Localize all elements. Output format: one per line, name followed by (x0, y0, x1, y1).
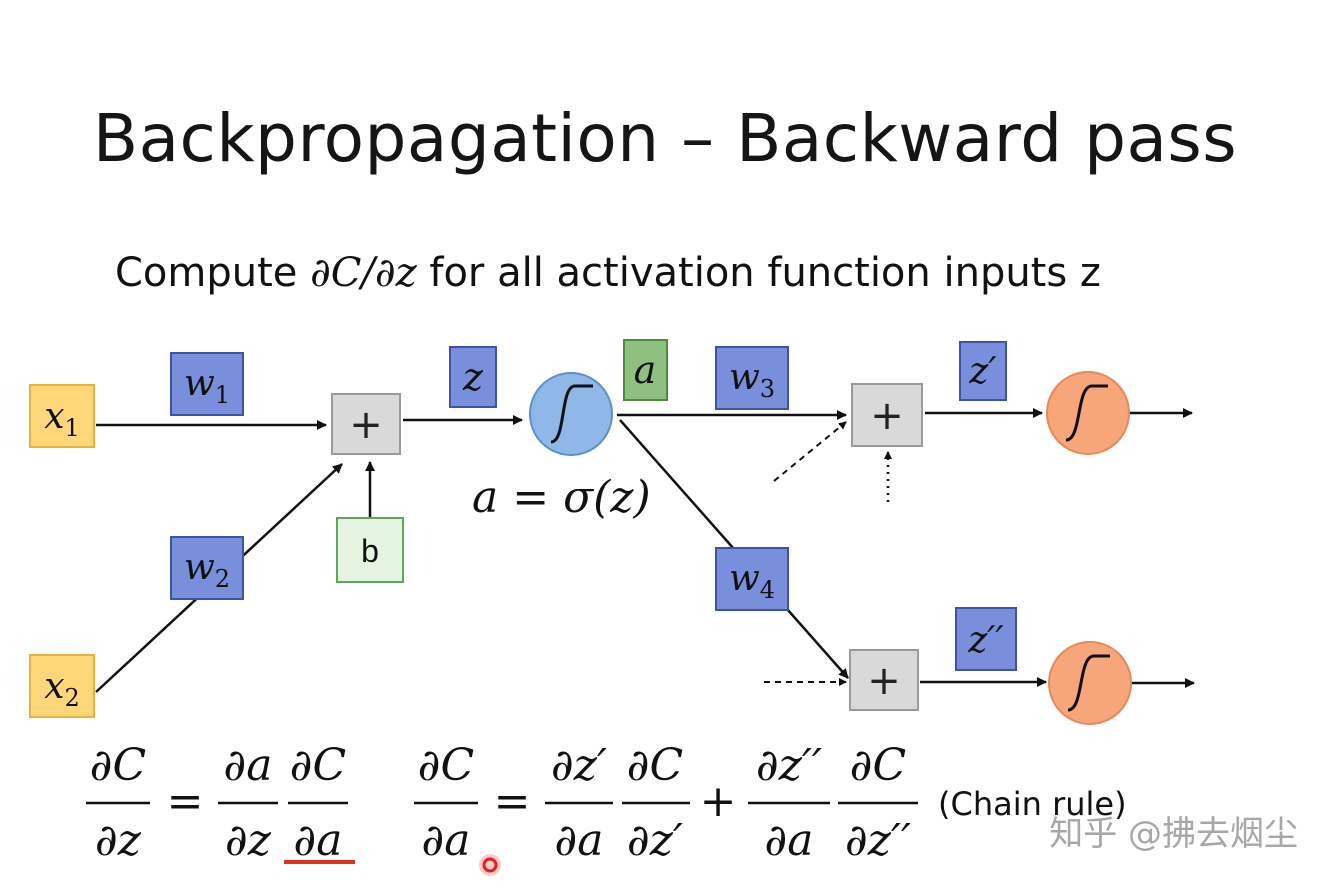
label-z: z (449, 346, 497, 408)
chain-rule-note: (Chain rule) (938, 785, 1127, 823)
equation-dc-dz: ∂C ∂z = ∂a ∂z ∂C ∂a (86, 740, 348, 866)
weight-w3: w3 (715, 346, 789, 410)
eq2-term3-denominator: ∂a (765, 815, 814, 866)
sigmoid-curve-icon (1067, 654, 1110, 712)
a-text: a (634, 348, 657, 392)
sigmoid-equation: a = σ(z) (472, 472, 651, 523)
subtitle-suffix: for all activation function inputs z (416, 250, 1101, 296)
eq2-term2-numerator: ∂C (627, 740, 683, 791)
page-title: Backpropagation – Backward pass (92, 100, 1238, 177)
z-prime-text: z′ (968, 351, 996, 392)
watermark: 知乎 @拂去烟尘 (1049, 814, 1298, 854)
svg-text:w2: w2 (184, 547, 230, 593)
x1-base: x (44, 396, 64, 437)
sigmoid-curve-icon (550, 384, 593, 444)
eq2-term4-denominator: ∂z′′ (845, 815, 911, 866)
subtitle: Compute ∂C/∂z for all activation functio… (115, 250, 1101, 296)
sum-node-3: + (849, 649, 919, 711)
plus-symbol: + (870, 393, 904, 439)
w2-sub: 2 (215, 565, 230, 593)
w1-sub: 1 (215, 381, 230, 409)
eq2-plus: + (700, 776, 737, 827)
w2-base: w (184, 547, 215, 588)
eq2-term1-denominator: ∂a (555, 815, 604, 866)
z-text: z (462, 355, 484, 399)
sigmoid-node-2 (1046, 371, 1130, 455)
w3-base: w (729, 357, 760, 398)
sigmoid-node-1 (529, 372, 613, 456)
label-z-double-prime: z′′ (955, 607, 1017, 671)
eq2-term2-denominator: ∂z′ (627, 815, 683, 866)
eq2-term4-numerator: ∂C (850, 740, 906, 791)
sum-node-1: + (331, 393, 401, 455)
sigmoid-node-3 (1048, 641, 1132, 725)
sum-node-2: + (851, 383, 923, 447)
subtitle-math: ∂C/∂z (310, 250, 417, 296)
w4-base: w (729, 558, 760, 599)
pointer-dot-icon (479, 854, 501, 876)
eq1-lhs-numerator: ∂C (90, 740, 146, 791)
plus-symbol: + (349, 402, 383, 448)
w4-sub: 4 (760, 576, 775, 604)
connections (95, 408, 1195, 693)
x2-base: x (44, 666, 64, 707)
subtitle-prefix: Compute (115, 250, 311, 296)
eq2-term3-numerator: ∂z′′ (756, 740, 822, 791)
eq2-lhs-denominator: ∂a (422, 815, 471, 866)
w1-base: w (184, 363, 215, 404)
z-double-prime-text: z′′ (967, 620, 1003, 661)
x2-sub: 2 (65, 684, 80, 712)
eq1-lhs-denominator: ∂z (95, 815, 142, 866)
eq1-equals: = (167, 776, 204, 827)
eq1-term1-denominator: ∂z (225, 815, 272, 866)
eq2-term1-numerator: ∂z′ (551, 740, 607, 791)
eq2-lhs-numerator: ∂C (418, 740, 474, 791)
dashed-inputs (764, 421, 847, 686)
w3-sub: 3 (760, 375, 775, 403)
eq1-term2-denominator: ∂a (294, 815, 343, 866)
label-z-prime: z′ (959, 341, 1007, 401)
weight-w2: w2 (170, 536, 244, 600)
b-text: b (361, 533, 379, 569)
svg-text:x1: x1 (44, 396, 80, 442)
svg-text:w1: w1 (184, 363, 230, 409)
svg-text:w4: w4 (729, 558, 775, 604)
eq2-equals: = (494, 776, 531, 827)
eq1-term2-numerator: ∂C (290, 740, 346, 791)
weight-w1: w1 (170, 352, 244, 416)
weight-w4: w4 (715, 547, 789, 611)
input-x2: x2 (29, 654, 95, 718)
sigmoid-curve-icon (1065, 384, 1108, 442)
bias-b: b (336, 517, 404, 583)
x1-sub: 1 (65, 414, 80, 442)
eq1-term1-numerator: ∂a (224, 740, 273, 791)
equation-dc-da: ∂C ∂a = ∂z′ ∂a ∂C ∂z′ + ∂z′′ ∂a ∂C ∂z′′ (414, 740, 918, 866)
svg-text:x2: x2 (44, 666, 80, 712)
label-a: a (623, 339, 668, 401)
svg-text:w3: w3 (729, 357, 775, 403)
dashed-edge-diag (773, 421, 847, 482)
input-x1: x1 (29, 384, 95, 448)
plus-symbol: + (867, 658, 901, 704)
